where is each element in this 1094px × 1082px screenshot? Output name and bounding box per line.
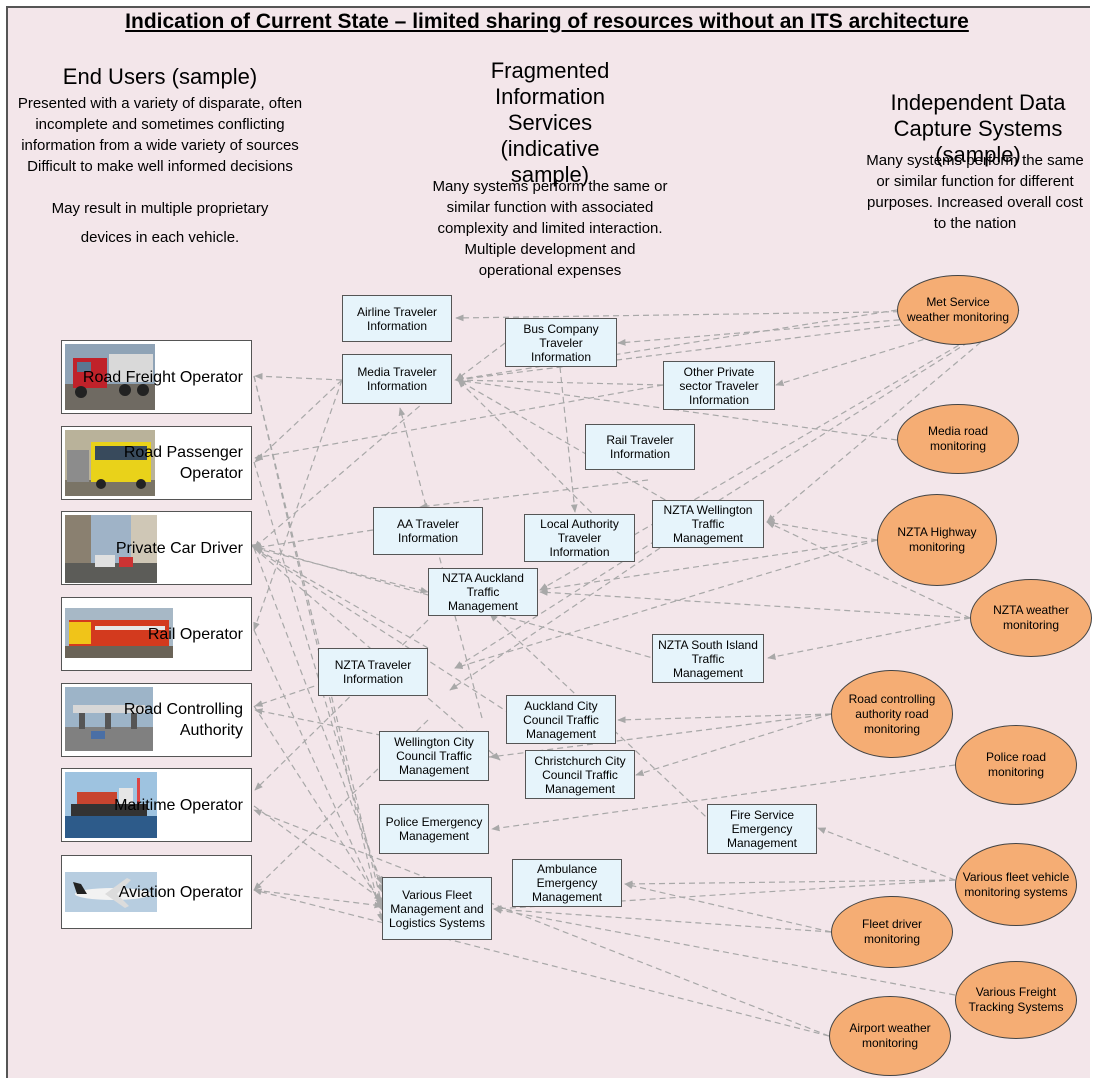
source-nzta-highway: NZTA Highway monitoring: [877, 494, 997, 586]
end-user-rail: Rail Operator: [61, 597, 252, 671]
source-fleet-driver: Fleet driver monitoring: [831, 896, 953, 968]
source-freight-tracking: Various Freight Tracking Systems: [955, 961, 1077, 1039]
services-heading: Fragmented Information Services (indicat…: [490, 58, 610, 187]
bus-photo: [65, 430, 155, 496]
service-christchurch-city-traffic: Christchurch City Council Traffic Manage…: [525, 750, 635, 799]
service-aa-traveler-info: AA Traveler Information: [373, 507, 483, 555]
service-nzta-wellington-traffic: NZTA Wellington Traffic Management: [652, 500, 764, 548]
source-road-controlling-authority: Road controlling authority road monitori…: [831, 670, 953, 758]
end-user-road-freight: Road Freight Operator: [61, 340, 252, 414]
service-media-traveler-info: Media Traveler Information: [342, 354, 452, 404]
source-met-service-weather: Met Service weather monitoring: [897, 275, 1019, 345]
end-user-label: Road Controlling Authority: [123, 701, 243, 739]
sources-heading: Independent Data Capture Systems (sample…: [890, 90, 1066, 167]
end-user-private-car: Private Car Driver: [61, 511, 252, 585]
truck-photo: [65, 344, 155, 410]
source-airport-weather: Airport weather monitoring: [829, 996, 951, 1076]
end-user-maritime: Maritime Operator: [61, 768, 252, 842]
end-user-aviation: Aviation Operator: [61, 855, 252, 929]
service-airline-traveler-info: Airline Traveler Information: [342, 295, 452, 342]
service-bus-traveler-info: Bus Company Traveler Information: [505, 318, 617, 367]
diagram-title: Indication of Current State – limited sh…: [125, 10, 969, 33]
services-desc: Many systems perform the same or similar…: [432, 178, 668, 279]
service-nzta-traveler-info: NZTA Traveler Information: [318, 648, 428, 696]
end-users-desc-3: May result in multiple proprietary devic…: [51, 200, 269, 246]
service-other-private-traveler-info: Other Private sector Traveler Informatio…: [663, 361, 775, 410]
end-users-desc-1: Presented with a variety of disparate, o…: [17, 95, 303, 154]
end-user-label: Road Freight Operator: [82, 368, 243, 386]
end-users-desc: Presented with a variety of disparate, o…: [14, 93, 306, 252]
service-nzta-auckland-traffic: NZTA Auckland Traffic Management: [428, 568, 538, 616]
street-photo: [65, 515, 157, 583]
end-users-heading: End Users (sample): [62, 64, 258, 89]
service-nzta-south-island-traffic: NZTA South Island Traffic Management: [652, 634, 764, 683]
source-police-road: Police road monitoring: [955, 725, 1077, 805]
end-user-road-controlling: Road Controlling Authority: [61, 683, 252, 757]
service-rail-traveler-info: Rail Traveler Information: [585, 424, 695, 470]
service-ambulance-emergency: Ambulance Emergency Management: [512, 859, 622, 907]
service-wellington-city-traffic: Wellington City Council Traffic Manageme…: [379, 731, 489, 781]
service-fleet-logistics: Various Fleet Management and Logistics S…: [382, 877, 492, 940]
service-fire-emergency: Fire Service Emergency Management: [707, 804, 817, 854]
end-user-label: Private Car Driver: [115, 539, 243, 557]
service-police-emergency: Police Emergency Management: [379, 804, 489, 854]
source-media-road: Media road monitoring: [897, 404, 1019, 474]
source-fleet-vehicle: Various fleet vehicle monitoring systems: [955, 843, 1077, 926]
end-users-desc-2: Difficult to make well informed decision…: [27, 158, 293, 175]
ship-photo: [65, 772, 157, 838]
train-photo: [65, 608, 173, 658]
service-auckland-city-traffic: Auckland City Council Traffic Management: [506, 695, 616, 744]
end-user-label: Maritime Operator: [114, 796, 243, 814]
end-user-label: Aviation Operator: [118, 883, 243, 901]
end-user-road-passenger: Road Passenger Operator: [61, 426, 252, 500]
end-user-label: Road Passenger Operator: [123, 444, 243, 482]
toll-plaza-photo: [65, 687, 153, 751]
source-nzta-weather: NZTA weather monitoring: [970, 579, 1092, 657]
sources-desc: Many systems perform the same or similar…: [866, 152, 1084, 232]
airplane-photo: [65, 872, 157, 912]
end-user-label: Rail Operator: [147, 625, 243, 643]
service-local-authority-traveler-info: Local Authority Traveler Information: [524, 514, 635, 562]
